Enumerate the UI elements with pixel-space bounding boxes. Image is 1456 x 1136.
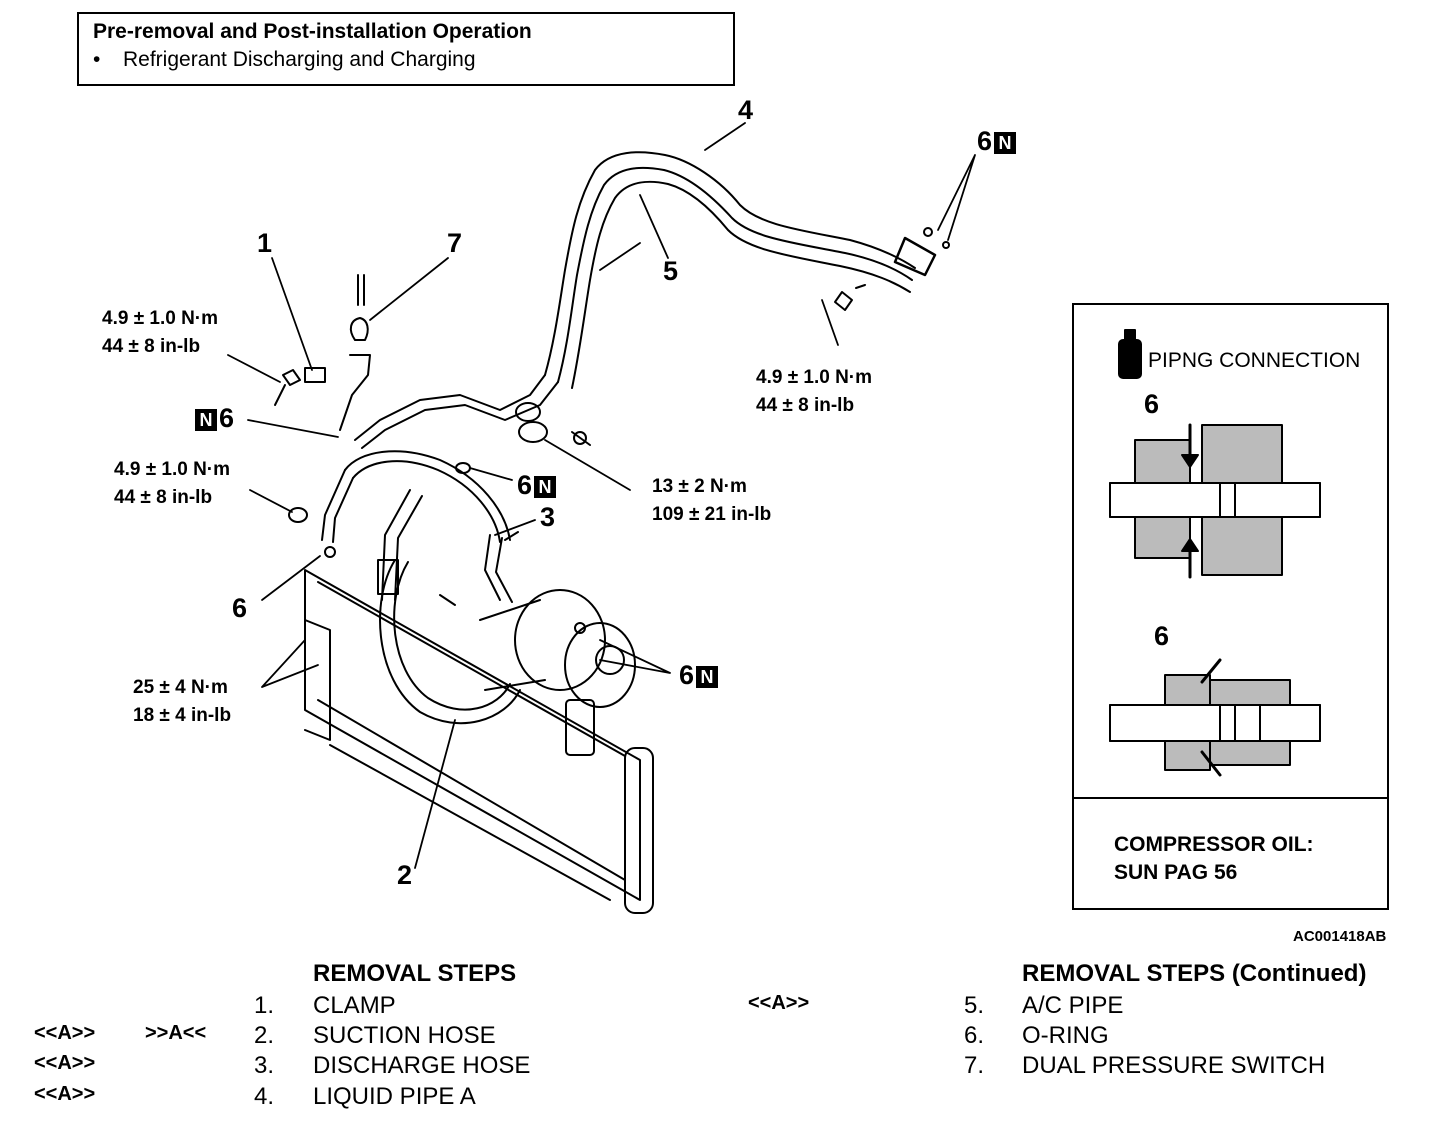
panel-divider	[1074, 797, 1387, 799]
step-6-name: O-RING	[1022, 1022, 1109, 1049]
panel-callout-6-b: 6	[1154, 621, 1170, 651]
step-5-mark-a: <<A>>	[748, 992, 810, 1014]
callout-4: 4	[738, 95, 754, 125]
bolts-and-parts	[274, 227, 950, 606]
step-2-num: 2.	[254, 1022, 275, 1049]
bullet: •	[93, 48, 101, 71]
removal-steps-heading: REMOVAL STEPS	[313, 960, 517, 987]
new-part-mark: N	[696, 665, 719, 688]
callout-6-condenser: 6	[232, 593, 248, 623]
center-fitting	[515, 402, 591, 446]
pre-removal-item: • Refrigerant Discharging and Charging	[93, 48, 476, 72]
step-1-num: 1.	[254, 992, 275, 1019]
panel-callout-6-a: 6	[1144, 389, 1160, 419]
compressor	[479, 589, 636, 708]
leader-lines	[227, 122, 976, 869]
piping-connection-illustration-1	[1109, 423, 1321, 579]
pre-removal-title: Pre-removal and Post-installation Operat…	[93, 20, 532, 43]
step-6-num: 6.	[964, 1022, 985, 1049]
step-5-num: 5.	[964, 992, 985, 1019]
figure-code: AC001418AB	[1293, 928, 1387, 945]
step-4-mark-a: <<A>>	[34, 1083, 96, 1105]
callout-5: 5	[663, 256, 679, 286]
step-1-name: CLAMP	[313, 992, 396, 1019]
step-2-mark-a: <<A>>	[34, 1022, 96, 1044]
step-5-name: A/C PIPE	[1022, 992, 1124, 1019]
pre-removal-item-text: Refrigerant Discharging and Charging	[123, 48, 476, 71]
piping-connection-panel: PIPNG CONNECTION 6 6 COMPRESSOR OIL: SUN…	[1072, 303, 1389, 910]
step-3-mark-a: <<A>>	[34, 1052, 96, 1074]
oil-can-icon	[1118, 329, 1142, 379]
new-part-mark: N	[994, 131, 1017, 154]
piping-connection-illustration-2	[1109, 658, 1321, 777]
pre-removal-box: Pre-removal and Post-installation Operat…	[77, 12, 735, 86]
new-part-mark: N	[534, 475, 557, 498]
step-4-name: LIQUID PIPE A	[313, 1083, 476, 1110]
step-2-name: SUCTION HOSE	[313, 1022, 496, 1049]
callout-3: 3	[540, 502, 556, 532]
new-part-mark: N	[195, 408, 217, 431]
step-3-name: DISCHARGE HOSE	[313, 1052, 531, 1079]
panel-title: PIPNG CONNECTION	[1148, 349, 1361, 372]
discharge-hose	[377, 489, 513, 603]
step-3-num: 3.	[254, 1052, 275, 1079]
step-2-mark-b: >>A<<	[145, 1022, 207, 1044]
step-4-num: 4.	[254, 1083, 275, 1110]
step-7-name: DUAL PRESSURE SWITCH	[1022, 1052, 1326, 1079]
callout-2: 2	[397, 860, 413, 890]
condenser	[304, 569, 654, 914]
suction-hose	[321, 450, 521, 725]
step-7-num: 7.	[964, 1052, 985, 1079]
compressor-oil-note: COMPRESSOR OIL: SUN PAG 56	[1114, 833, 1314, 884]
callout-1: 1	[257, 228, 273, 258]
removal-steps-continued-heading: REMOVAL STEPS (Continued)	[1022, 960, 1367, 987]
ac-pipe-upper	[354, 151, 937, 449]
callout-7: 7	[447, 228, 463, 258]
